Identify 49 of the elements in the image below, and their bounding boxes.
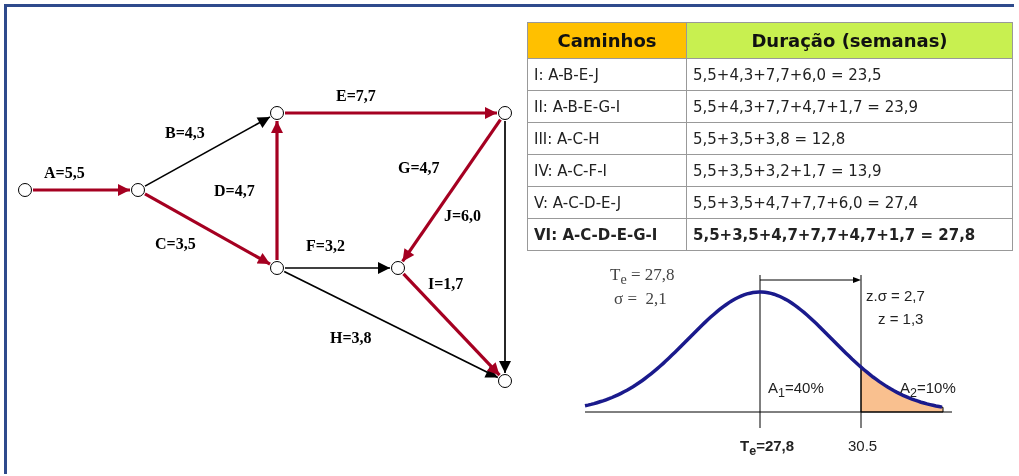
table-cell: 5,5+3,5+4,7+7,7+4,7+1,7 = 27,8 (686, 218, 1013, 251)
table-cell: 5,5+3,5+4,7+7,7+6,0 = 27,4 (686, 186, 1013, 219)
table-cell: IV: A-C-F-I (527, 154, 687, 187)
chart-label: z.σ = 2,7 (866, 288, 925, 303)
edge-label: G=4,7 (398, 160, 440, 176)
edge-label: D=4,7 (214, 183, 255, 199)
edge-label: H=3,8 (330, 330, 372, 346)
chart-label: A$_{1}$=40% (768, 380, 824, 400)
arrow (283, 270, 499, 379)
edge-label: A=5,5 (44, 165, 85, 181)
arrow (285, 107, 497, 119)
arrow (499, 120, 511, 374)
chart-label: 30.5 (848, 438, 878, 453)
arrow (401, 118, 502, 263)
chart-label: T$_{e}$=27,8 (740, 438, 795, 458)
arrow (144, 116, 271, 187)
table-cell: V: A-C-D-E-J (527, 186, 687, 219)
arrow (402, 272, 501, 377)
chart-label: z = 1,3 (878, 311, 924, 326)
edge-label: J=6,0 (444, 208, 482, 224)
table-header: Duração (semanas) (686, 22, 1013, 59)
arrow (271, 121, 283, 260)
event-circle (498, 374, 512, 388)
arrow (284, 262, 391, 274)
table-cell: VI: A-C-D-E-G-I (527, 218, 687, 251)
event-circle (391, 261, 405, 275)
event-circle (131, 183, 145, 197)
table-header: Caminhos (527, 22, 687, 59)
table-cell: II: A-B-E-G-I (527, 90, 687, 123)
table-cell: 5,5+4,3+7,7+6,0 = 23,5 (686, 58, 1013, 91)
edge-label: B=4,3 (165, 125, 205, 141)
event-circle (270, 106, 284, 120)
table-cell: III: A-C-H (527, 122, 687, 155)
arrow (33, 184, 130, 196)
table-cell: 5,5+4,3+7,7+4,7+1,7 = 23,9 (686, 90, 1013, 123)
chart-label: T$_{e}$ = 27,8 (610, 266, 675, 287)
edge-label: C=3,5 (155, 236, 196, 252)
table-cell: I: A-B-E-J (527, 58, 687, 91)
table-cell: 5,5+3,5+3,2+1,7 = 13,9 (686, 154, 1013, 187)
edge-label: E=7,7 (336, 88, 376, 104)
chart-label: A$_{2}$=10% (900, 380, 956, 400)
arrow (144, 192, 271, 266)
event-circle (498, 106, 512, 120)
chart-label: σ = 2,1 (614, 290, 667, 307)
edge-label: I=1,7 (428, 276, 464, 292)
event-circle (18, 183, 32, 197)
event-circle (270, 261, 284, 275)
table-cell: 5,5+3,5+3,8 = 12,8 (686, 122, 1013, 155)
edge-label: F=3,2 (306, 238, 345, 254)
